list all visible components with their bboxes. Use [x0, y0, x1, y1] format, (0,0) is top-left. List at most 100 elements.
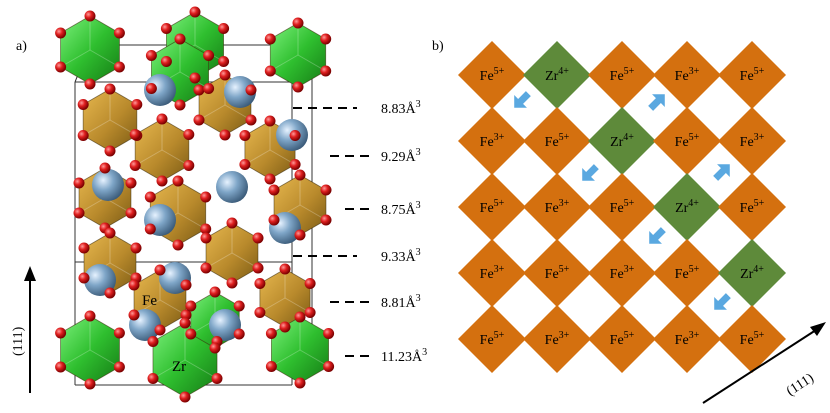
fe-tile: [458, 305, 526, 373]
zr-tile: [718, 239, 786, 307]
panel-b: b) Fe5+Zr4+Fe5+Fe3+Fe5+Fe3+Fe5+Zr4+Fe5+F…: [432, 39, 826, 404]
oxygen-sphere: [113, 327, 125, 339]
oxygen-sphere: [200, 232, 212, 244]
oxygen-sphere: [304, 278, 316, 289]
oxygen-sphere: [320, 184, 332, 196]
oxygen-sphere: [289, 159, 301, 170]
oxygen-sphere: [179, 391, 191, 403]
oxygen-sphere: [239, 130, 251, 141]
fe-tile: [653, 41, 721, 109]
cation-sphere: [144, 74, 176, 106]
tile-3-2: Fe3+: [588, 239, 656, 307]
oxygen-sphere: [218, 23, 230, 34]
oxygen-sphere: [320, 214, 332, 226]
tile-label: Fe5+: [740, 330, 765, 348]
oxygen-sphere: [200, 223, 212, 235]
cation-sphere: [224, 76, 256, 108]
oxygen-spheres-layer: [55, 6, 335, 403]
tile-label: Fe5+: [610, 66, 635, 84]
oxygen-sphere: [268, 214, 280, 226]
oxygen-sphere: [264, 173, 276, 185]
tile-0-1: Zr4+: [523, 41, 591, 109]
oxygen-sphere: [254, 307, 266, 318]
oxygen-sphere: [179, 317, 191, 329]
tile-1-3: Fe5+: [653, 107, 721, 175]
zr-tile: [523, 41, 591, 109]
tile-1-4: Fe3+: [718, 107, 786, 175]
oxygen-sphere: [156, 175, 168, 187]
oxygen-sphere: [77, 130, 89, 141]
tile-0-0: Fe5+: [458, 41, 526, 109]
oxygen-sphere: [193, 114, 205, 126]
oxygen-sphere: [239, 159, 251, 170]
oxygen-sphere: [104, 227, 116, 239]
oxygen-sphere: [304, 307, 316, 318]
oxygen-sphere: [129, 129, 141, 140]
volume-label-1: 9.29Å3: [381, 147, 421, 165]
fe-tile: [718, 107, 786, 175]
oxygen-sphere: [268, 184, 280, 196]
fe-tile: [523, 305, 591, 373]
tile-1-1: Fe5+: [523, 107, 591, 175]
tile-label: Fe5+: [740, 198, 765, 216]
volume-label-5: 11.23Å3: [381, 347, 427, 365]
tile-label: Fe3+: [675, 330, 700, 348]
oxygen-sphere: [264, 65, 276, 77]
zr-octahedron: [60, 15, 120, 85]
oxygen-sphere: [294, 311, 306, 323]
oxygen-sphere: [174, 33, 186, 45]
volume-label-2: 8.75Å3: [381, 200, 421, 218]
tile-label: Fe5+: [545, 132, 570, 150]
tile-4-4: Fe5+: [718, 305, 786, 373]
tile-label: Zr4+: [545, 66, 569, 84]
oxygen-sphere: [154, 264, 166, 276]
oxygen-sphere: [144, 223, 156, 235]
oxygen-sphere: [294, 229, 306, 241]
volume-label-4: 8.81Å3: [381, 293, 421, 311]
oxygen-sphere: [160, 23, 172, 34]
fe-tile: [458, 41, 526, 109]
tile-0-2: Fe5+: [588, 41, 656, 109]
oxygen-sphere: [78, 272, 90, 284]
tile-label: Zr4+: [740, 264, 764, 282]
migration-arrow-1: [648, 94, 665, 111]
fe-tile: [523, 107, 591, 175]
cation-sphere: [92, 169, 124, 201]
tile-label: Fe5+: [545, 264, 570, 282]
oxygen-sphere: [180, 279, 192, 291]
oxygen-sphere: [219, 129, 231, 141]
oxygen-sphere: [183, 160, 195, 171]
oxygen-sphere: [185, 328, 197, 340]
oxygen-sphere: [209, 286, 221, 298]
tile-4-2: Fe5+: [588, 305, 656, 373]
tile-label: Fe3+: [675, 66, 700, 84]
fe-tile: [718, 41, 786, 109]
fe-tile: [458, 107, 526, 175]
zr-octahedra-layer: [60, 11, 329, 398]
axis-label-111-b: (111): [784, 371, 817, 400]
oxygen-sphere: [209, 342, 221, 354]
oxygen-sphere: [203, 83, 215, 94]
cation-sphere: [209, 309, 241, 341]
fe-octahedron: [82, 88, 138, 152]
fe-octahedra-layer: [78, 74, 327, 331]
oxygen-sphere: [292, 17, 304, 29]
fe-tile: [588, 173, 656, 241]
oxygen-sphere: [172, 239, 184, 251]
tile-4-3: Fe3+: [653, 305, 721, 373]
fe-tile: [588, 41, 656, 109]
oxygen-sphere: [128, 309, 140, 321]
axis-arrow-line: [702, 329, 817, 404]
oxygen-sphere: [125, 177, 137, 189]
tile-3-4: Zr4+: [718, 239, 786, 307]
oxygen-sphere: [245, 84, 257, 96]
oxygen-sphere: [77, 99, 89, 110]
oxygen-sphere: [323, 328, 335, 339]
atom-label-zr: Zr: [172, 359, 186, 375]
oxygen-sphere: [160, 56, 172, 67]
oxygen-sphere: [320, 65, 332, 77]
atom-label-fe: Fe: [142, 293, 157, 309]
oxygen-sphere: [265, 361, 277, 372]
oxygen-sphere: [193, 84, 205, 96]
